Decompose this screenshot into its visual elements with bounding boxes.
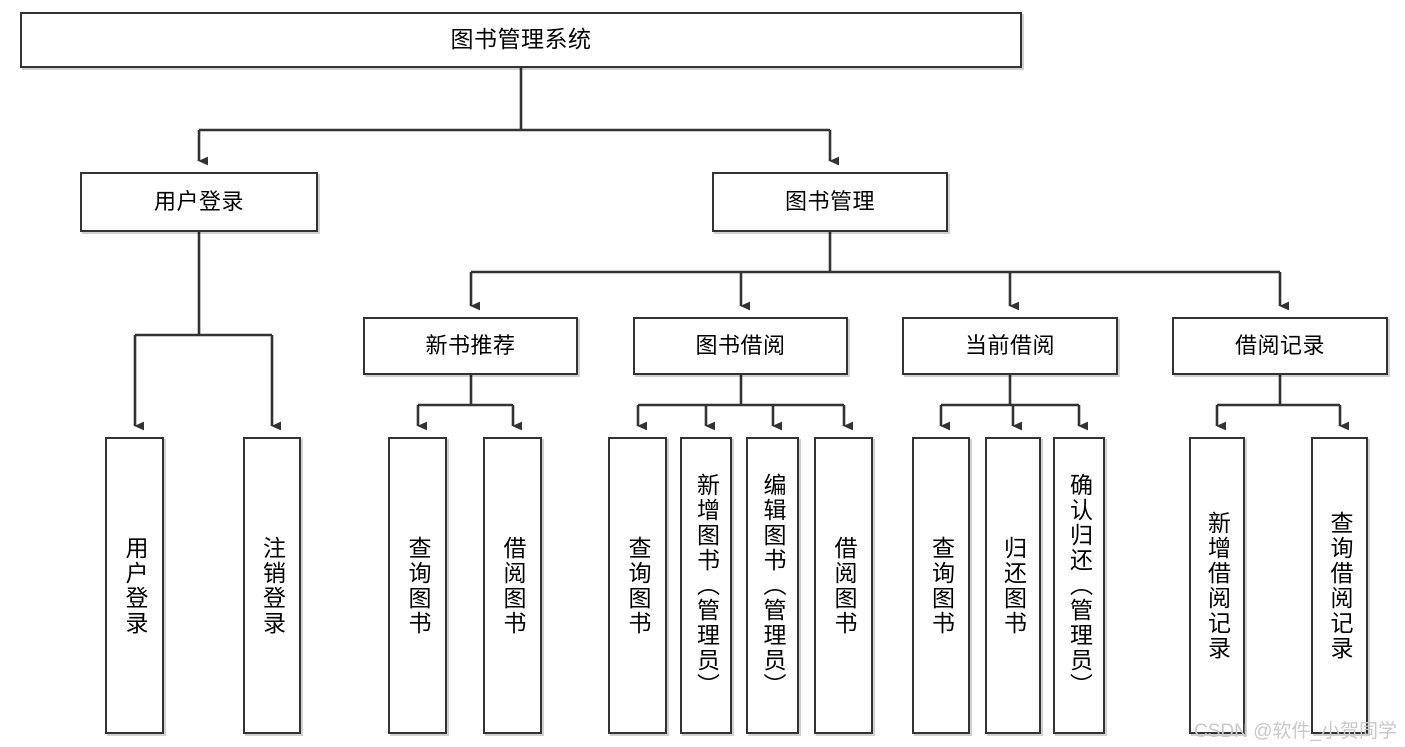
node-leaf-query-book-1[interactable]: 查询图书 [388,437,447,734]
node-label: 借阅记录 [1234,332,1325,358]
node-root[interactable]: 图书管理系统 [20,12,1022,68]
node-label: 借阅图书 [500,535,526,636]
node-label: 查询图书 [625,535,651,636]
node-label: 注销登录 [259,535,286,636]
node-label: 新增图书（管理员） [693,473,720,698]
node-leaf-query-book-3[interactable]: 查询图书 [912,437,970,734]
node-leaf-add-book[interactable]: 新增图书（管理员） [680,437,732,734]
node-leaf-user-login[interactable]: 用户登录 [105,437,164,734]
node-label: 编辑图书（管理员） [760,473,786,698]
node-label: 图书借阅 [695,332,786,358]
node-label: 图书管理 [784,188,875,214]
node-label: 查询图书 [928,535,955,636]
node-label: 新增借阅记录 [1204,510,1231,661]
node-borrow-record[interactable]: 借阅记录 [1172,317,1388,375]
node-leaf-borrow-book-2[interactable]: 借阅图书 [814,437,873,734]
node-label: 图书管理系统 [450,26,592,53]
node-label: 查询借阅记录 [1327,510,1353,661]
node-book-manage[interactable]: 图书管理 [712,172,948,232]
node-label: 查询图书 [405,535,431,636]
node-current-borrow[interactable]: 当前借阅 [902,317,1118,375]
node-book-borrow[interactable]: 图书借阅 [633,317,848,375]
node-leaf-add-record[interactable]: 新增借阅记录 [1189,437,1245,734]
node-new-book-rec[interactable]: 新书推荐 [363,317,578,375]
node-leaf-user-logout[interactable]: 注销登录 [243,437,301,734]
node-label: 归还图书 [1000,535,1027,636]
node-leaf-return-book[interactable]: 归还图书 [985,437,1041,734]
node-label: 用户登录 [153,188,244,214]
node-label: 用户登录 [122,535,148,636]
node-leaf-query-record[interactable]: 查询借阅记录 [1311,437,1368,734]
node-leaf-edit-book[interactable]: 编辑图书（管理员） [746,437,799,734]
node-label: 确认归还（管理员） [1066,473,1093,698]
node-leaf-borrow-book-1[interactable]: 借阅图书 [483,437,542,734]
connector-lines [133,68,1350,431]
node-leaf-query-book-2[interactable]: 查询图书 [608,437,667,734]
node-label: 借阅图书 [831,535,857,636]
node-label: 当前借阅 [964,332,1055,358]
node-label: 新书推荐 [425,332,516,358]
node-leaf-confirm-return[interactable]: 确认归还（管理员） [1053,437,1105,734]
node-user-login[interactable]: 用户登录 [80,172,318,232]
